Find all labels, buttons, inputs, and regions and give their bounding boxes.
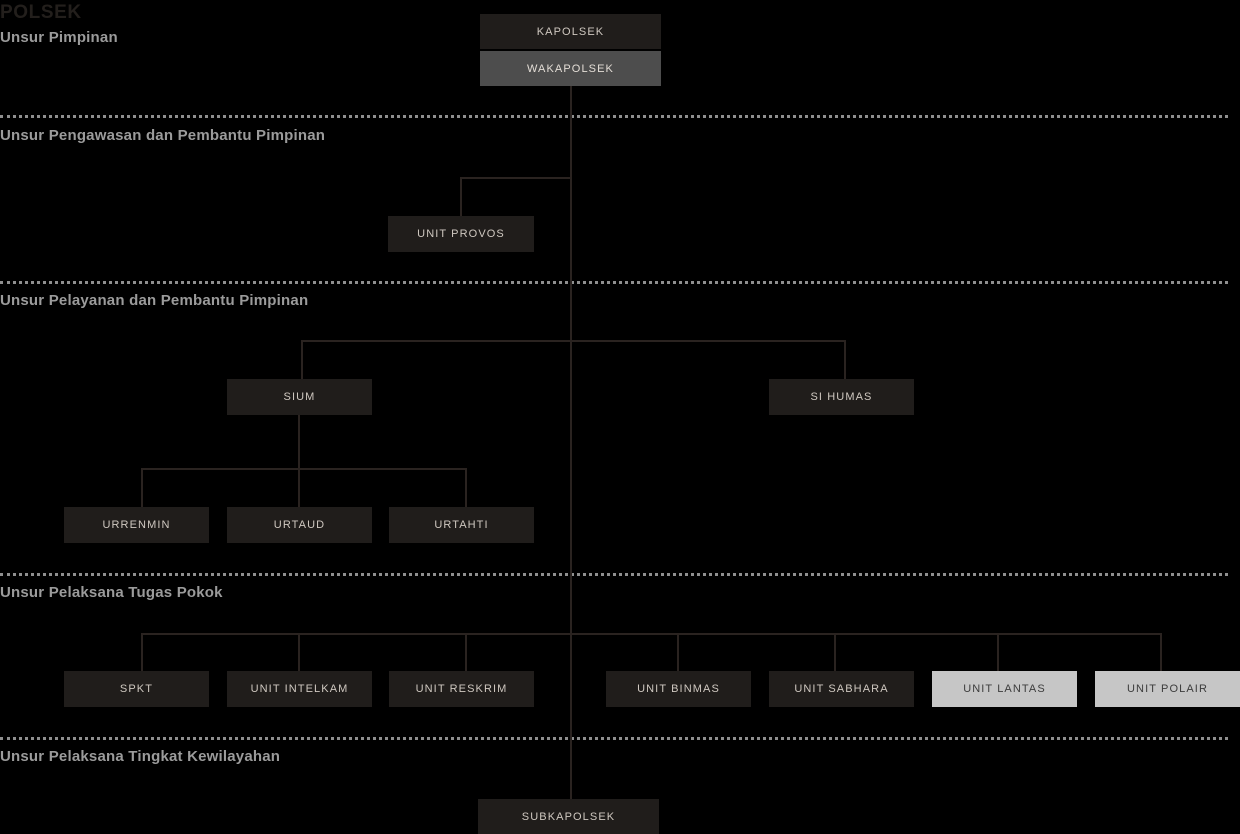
connector-sium-humas-bus — [301, 340, 845, 342]
connector-sabhara-drop — [834, 633, 836, 671]
node-subkapolsek[interactable]: SUBKAPOLSEK — [478, 799, 659, 834]
node-unit-reskrim[interactable]: UNIT RESKRIM — [389, 671, 534, 707]
node-unit-intelkam[interactable]: UNIT INTELKAM — [227, 671, 372, 707]
section-divider-2 — [0, 281, 1228, 284]
node-unit-intelkam-label: UNIT INTELKAM — [250, 683, 349, 695]
connector-reskrim-drop — [465, 633, 467, 671]
connector-main-spine — [570, 86, 572, 800]
node-unit-lantas[interactable]: UNIT LANTAS — [932, 671, 1077, 707]
connector-urrenmin-drop — [141, 468, 143, 507]
section-divider-4 — [0, 737, 1228, 740]
node-urtahti-label: URTAHTI — [434, 519, 489, 531]
node-unit-polair-label: UNIT POLAIR — [1127, 683, 1208, 695]
node-urtahti[interactable]: URTAHTI — [389, 507, 534, 543]
section-label-unsur-pimpinan: Unsur Pimpinan — [0, 29, 118, 46]
node-kapolsek-label: KAPOLSEK — [536, 25, 605, 38]
connector-urtaud-drop — [298, 468, 300, 507]
node-wakapolsek-label: WAKAPOLSEK — [526, 62, 614, 75]
node-urrenmin-label: URRENMIN — [102, 519, 171, 531]
node-sium-label: SIUM — [283, 391, 316, 403]
node-unit-reskrim-label: UNIT RESKRIM — [415, 683, 508, 695]
node-sium[interactable]: SIUM — [227, 379, 372, 415]
node-unit-sabhara-label: UNIT SABHARA — [794, 683, 889, 695]
connector-lantas-drop — [997, 633, 999, 671]
node-unit-binmas[interactable]: UNIT BINMAS — [606, 671, 751, 707]
connector-provos-horizontal — [460, 177, 572, 179]
section-label-unsur-pelaksana-kewilayahan: Unsur Pelaksana Tingkat Kewilayahan — [0, 748, 281, 765]
node-urtaud-label: URTAUD — [273, 519, 326, 531]
connector-binmas-drop — [677, 633, 679, 671]
node-unit-lantas-label: UNIT LANTAS — [963, 683, 1046, 695]
node-unit-sabhara[interactable]: UNIT SABHARA — [769, 671, 914, 707]
connector-pelaksana-bus — [141, 633, 1161, 635]
connector-spkt-drop — [141, 633, 143, 671]
connector-sium-drop — [301, 340, 303, 379]
section-label-unsur-pelayanan: Unsur Pelayanan dan Pembantu Pimpinan — [0, 292, 309, 309]
connector-urtahti-drop — [465, 468, 467, 507]
connector-polair-drop — [1160, 633, 1162, 671]
node-si-humas-label: SI HUMAS — [810, 391, 873, 403]
section-divider-1 — [0, 115, 1228, 118]
node-unit-binmas-label: UNIT BINMAS — [637, 683, 720, 695]
node-spkt-label: SPKT — [119, 683, 154, 695]
connector-ur-bus — [141, 468, 467, 470]
node-wakapolsek[interactable]: WAKAPOLSEK — [480, 51, 661, 86]
section-label-unsur-pengawasan: Unsur Pengawasan dan Pembantu Pimpinan — [0, 127, 326, 144]
connector-provos-vertical — [460, 177, 462, 216]
section-divider-3 — [0, 573, 1228, 576]
node-spkt[interactable]: SPKT — [64, 671, 209, 707]
node-unit-polair[interactable]: UNIT POLAIR — [1095, 671, 1240, 707]
node-urrenmin[interactable]: URRENMIN — [64, 507, 209, 543]
connector-intelkam-drop — [298, 633, 300, 671]
node-subkapolsek-label: SUBKAPOLSEK — [521, 810, 616, 823]
node-kapolsek[interactable]: KAPOLSEK — [480, 14, 661, 49]
section-label-unsur-pelaksana-tugas-pokok: Unsur Pelaksana Tugas Pokok — [0, 584, 223, 601]
node-unit-provos-label: UNIT PROVOS — [417, 228, 505, 240]
node-urtaud[interactable]: URTAUD — [227, 507, 372, 543]
node-unit-provos[interactable]: UNIT PROVOS — [388, 216, 534, 252]
page-title: POLSEK — [0, 2, 82, 23]
connector-sihumas-drop — [844, 340, 846, 379]
connector-sium-to-children — [298, 415, 300, 468]
node-si-humas[interactable]: SI HUMAS — [769, 379, 914, 415]
